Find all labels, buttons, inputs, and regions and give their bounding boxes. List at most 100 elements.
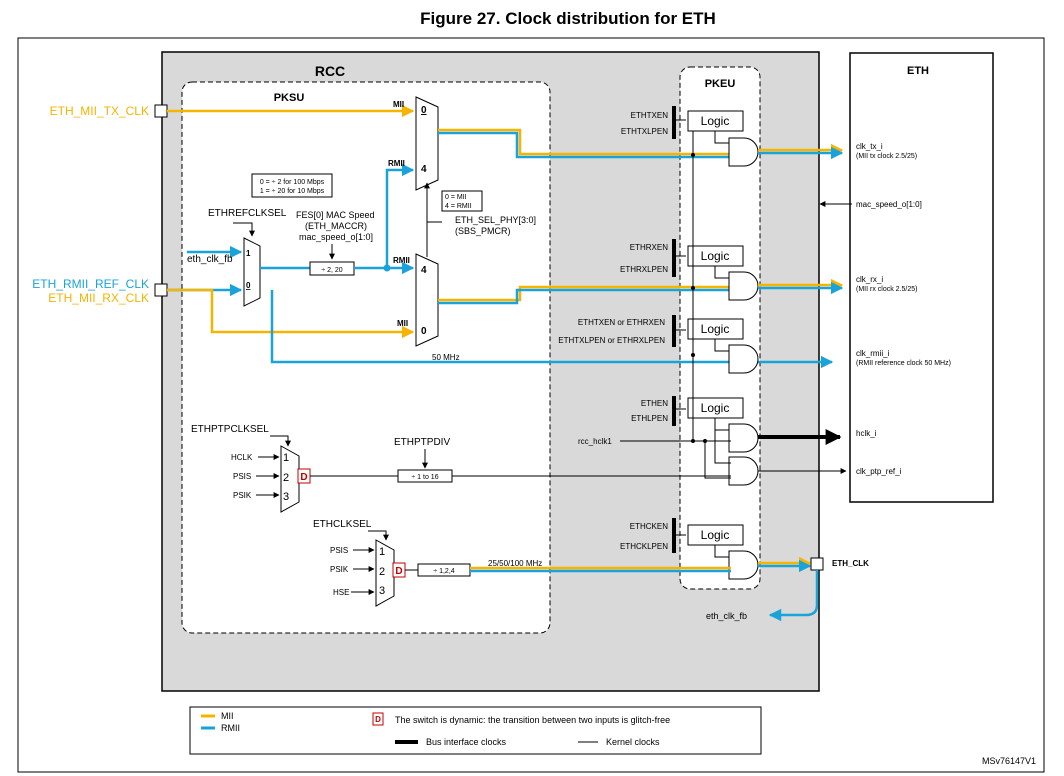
sig-clk-ptp-ref-i: clk_ptp_ref_i	[856, 467, 902, 476]
sig-clk-tx-desc: (MII tx clock 2.5/25)	[856, 153, 917, 160]
eth-clk-fb-out: eth_clk_fb	[706, 611, 747, 621]
svg-text:Logic: Logic	[701, 528, 730, 542]
sig-clk-rmii-i: clk_rmii_i	[856, 349, 890, 358]
pin-mii-tx	[154, 104, 168, 118]
and-gate-5	[728, 456, 759, 486]
legend-bus: Bus interface clocks	[426, 737, 507, 747]
mux-ptp	[280, 445, 300, 513]
sel-box-line-1: 0 = MII	[445, 194, 467, 201]
input-rmii-ref-clk: ETH_RMII_REF_CLK	[32, 277, 149, 291]
ethptpclksel-label: ETHPTPCLKSEL	[191, 424, 269, 435]
svg-text:2: 2	[379, 566, 385, 578]
sel-box-line-2: 4 = RMII	[445, 203, 472, 210]
fes-box-line-2: 1 = ÷ 20 for 10 Mbps	[260, 188, 325, 195]
svg-text:Logic: Logic	[701, 322, 730, 336]
mux-top-mii: MII	[393, 100, 404, 109]
clk-in-hse: HSE	[333, 588, 349, 597]
legend-kernel: Kernel clocks	[606, 737, 660, 747]
pksu-label: PKSU	[274, 92, 305, 104]
svg-text:Logic: Logic	[701, 114, 730, 128]
svg-text:ETHTXEN or ETHRXEN: ETHTXEN or ETHRXEN	[578, 318, 665, 327]
svg-text:Logic: Logic	[701, 401, 730, 415]
sig-clk-rx-desc: (MII rx clock 2.5/25)	[856, 286, 917, 293]
mux-ref-0: 0	[246, 281, 251, 290]
ethptpdiv-label: ETHPTPDIV	[394, 437, 450, 448]
mhz50-label: 50 MHz	[432, 353, 460, 362]
mux-rx-4: 4	[421, 265, 427, 276]
and-gate-3	[728, 344, 759, 374]
sig-clk-rx-i: clk_rx_i	[856, 275, 883, 284]
svg-text:1: 1	[379, 546, 385, 558]
mux-ethrefclksel	[243, 237, 261, 307]
eth-label: ETH	[907, 65, 929, 77]
ethclksel-label: ETHCLKSEL	[313, 519, 372, 530]
svg-text:3: 3	[283, 491, 289, 503]
and-gate-4	[728, 423, 759, 453]
eth-clk-out: ETH_CLK	[832, 559, 869, 568]
en1-b: ETHTXLPEN	[621, 127, 668, 136]
legend-rmii: RMII	[221, 723, 240, 733]
mhz-25-50-100: 25/50/100 MHz	[488, 559, 542, 568]
fes-label-1: FES[0] MAC Speed	[296, 210, 375, 220]
eth-block	[849, 52, 994, 503]
svg-text:ETHCKEN: ETHCKEN	[630, 522, 668, 531]
mux-tx-4: 4	[421, 164, 427, 175]
clk-in-psis: PSIS	[330, 546, 348, 555]
and-gate-1	[728, 137, 759, 167]
svg-text:1: 1	[283, 452, 289, 464]
svg-text:D: D	[375, 715, 381, 724]
mux-ref-1: 1	[246, 249, 251, 258]
div-2-20: ÷ 2, 20	[321, 267, 342, 274]
ptp-in-psis: PSIS	[233, 472, 251, 481]
eth-clk-fb-in: eth_clk_fb	[187, 254, 233, 265]
input-mii-tx-clk: ETH_MII_TX_CLK	[50, 104, 149, 118]
en1-a: ETHTXEN	[631, 111, 669, 120]
svg-text:3: 3	[379, 585, 385, 597]
svg-text:Logic: Logic	[701, 249, 730, 263]
svg-text:D: D	[395, 566, 402, 577]
outer-frame	[17, 37, 1045, 773]
sig-clk-rmii-desc: (RMII reference clock 50 MHz)	[856, 360, 951, 367]
input-mii-rx-clk: ETH_MII_RX_CLK	[48, 291, 149, 305]
sig-mac-speed: mac_speed_o[1:0]	[856, 200, 922, 209]
svg-text:ETHRXEN: ETHRXEN	[630, 243, 668, 252]
mux-ethclk	[375, 539, 395, 607]
div-1-16: ÷ 1 to 16	[411, 474, 438, 481]
pkeu-label: PKEU	[705, 78, 736, 90]
legend-box	[189, 706, 762, 755]
clk-in-psik: PSIK	[330, 565, 349, 574]
fes-label-2: (ETH_MACCR)	[305, 221, 367, 231]
eth-sel-phy-2: (SBS_PMCR)	[455, 226, 511, 236]
mux-tx-0: 0	[421, 105, 427, 116]
ethrefclksel-label: ETHREFCLKSEL	[208, 208, 287, 219]
rcc-hclk1: rcc_hclk1	[578, 437, 612, 446]
rcc-label: RCC	[315, 63, 345, 79]
and-gate-6	[728, 550, 759, 580]
pin-rmii-ref	[154, 283, 168, 297]
fes-box-line-1: 0 = ÷ 2 for 100 Mbps	[260, 179, 325, 186]
div-124: ÷ 1,2,4	[433, 568, 454, 575]
mux-rx-0: 0	[421, 326, 427, 337]
rmii-node	[383, 264, 391, 272]
sel-box	[441, 190, 483, 212]
ptp-in-hclk: HCLK	[231, 453, 253, 462]
svg-text:2: 2	[283, 472, 289, 484]
svg-text:D: D	[300, 472, 307, 483]
sig-clk-tx-i: clk_tx_i	[856, 142, 883, 151]
ptp-in-psik: PSIK	[233, 491, 252, 500]
legend-mii: MII	[221, 711, 234, 721]
figure-title: Figure 27. Clock distribution for ETH	[420, 9, 716, 28]
ref-code: MSv76147V1	[982, 756, 1036, 766]
eth-sel-phy-1: ETH_SEL_PHY[3:0]	[455, 215, 536, 225]
fes-box	[251, 173, 333, 198]
legend-dynamic: The switch is dynamic: the transition be…	[395, 715, 670, 725]
and-gate-2	[728, 271, 759, 301]
mux-rx-rmii: RMII	[393, 256, 410, 265]
sig-hclk-i: hclk_i	[856, 429, 877, 438]
fes-label-3: mac_speed_o[1:0]	[299, 232, 373, 242]
pin-eth-clk	[810, 557, 824, 571]
mux-tx	[415, 96, 439, 191]
mux-rx-mii: MII	[397, 319, 408, 328]
mux-rx	[415, 253, 439, 347]
